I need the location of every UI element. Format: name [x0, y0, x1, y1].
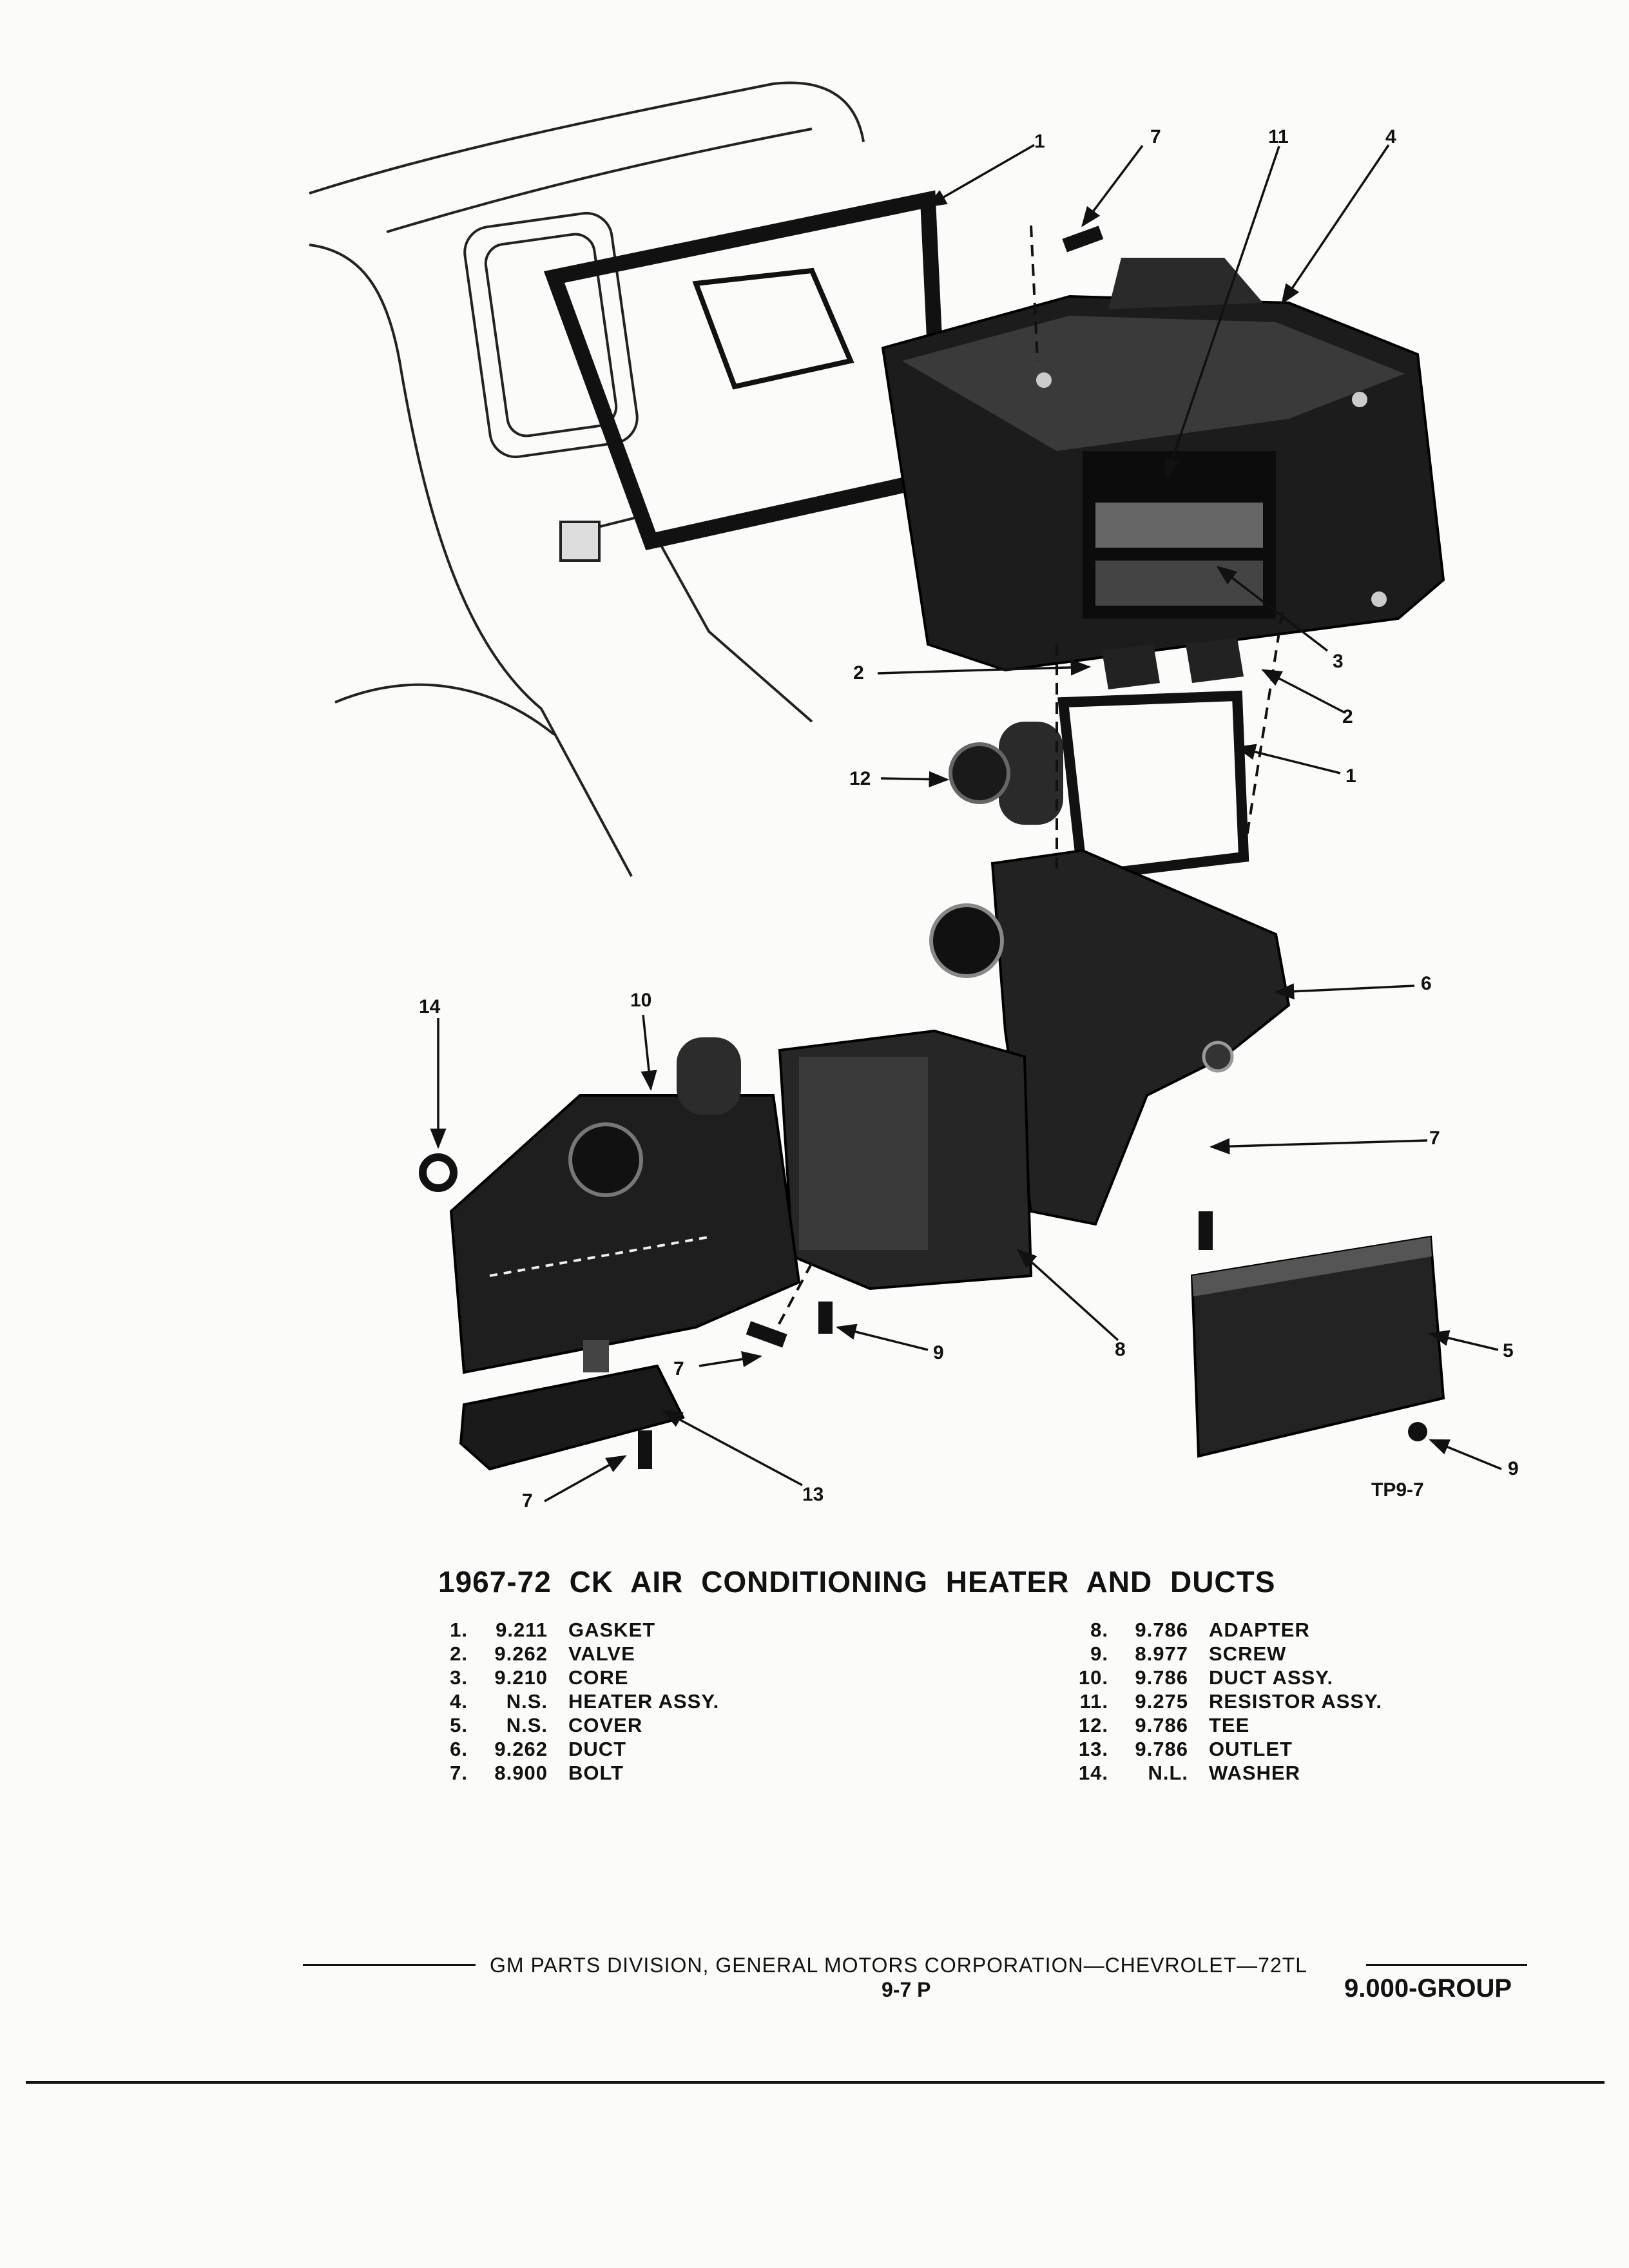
callout-8: 8: [1115, 1339, 1126, 1360]
footer-group: 9.000-GROUP: [1344, 1974, 1512, 2003]
figure-code: TP9-7: [1371, 1479, 1424, 1501]
washer: [419, 1153, 458, 1192]
legend-code: N.S.: [506, 1714, 548, 1736]
page-title: 1967-72 CK AIR CONDITIONING HEATER AND D…: [438, 1565, 1276, 1599]
callout-2-right: 2: [1342, 706, 1353, 727]
legend-name: RESISTOR ASSY.: [1209, 1690, 1382, 1713]
callout-4: 4: [1385, 126, 1396, 148]
legend-name: OUTLET: [1209, 1738, 1293, 1760]
callout-1-upper: 1: [1034, 131, 1045, 152]
duct: [929, 849, 1291, 1226]
outlet: [459, 1340, 685, 1471]
legend-num: 8.: [1090, 1619, 1108, 1641]
legend-name: SCREW: [1209, 1642, 1287, 1665]
legend-code: 8.900: [494, 1762, 548, 1784]
valves: [1102, 638, 1244, 689]
callout-1-lower: 1: [1345, 765, 1356, 787]
legend-name: BOLT: [568, 1762, 624, 1784]
legend-name: DUCT: [568, 1738, 627, 1760]
legend-num: 4.: [450, 1690, 468, 1713]
callout-14: 14: [419, 996, 441, 1017]
callout-3: 3: [1333, 651, 1344, 672]
callout-2-left: 2: [853, 662, 864, 684]
legend-num: 5.: [450, 1714, 468, 1736]
legend-code: 9.786: [1135, 1738, 1188, 1760]
legend-num: 2.: [450, 1642, 468, 1665]
legend-num: 1.: [450, 1619, 468, 1641]
legend-code: 9.786: [1135, 1714, 1188, 1736]
legend-code: 9.262: [494, 1738, 548, 1760]
legend-code: 9.262: [494, 1642, 548, 1665]
legend-code: 9.211: [496, 1619, 548, 1641]
page-bottom-rule: [26, 2081, 1605, 2084]
callout-5: 5: [1503, 1340, 1514, 1361]
footer-rule-left: [303, 1964, 476, 1966]
legend-num: 13.: [1078, 1738, 1108, 1760]
adapter: [778, 1029, 1033, 1291]
legend-name: DUCT ASSY.: [1209, 1666, 1334, 1689]
legend-name: HEATER ASSY.: [568, 1690, 720, 1713]
tee-and-gasket: [949, 690, 1249, 882]
footer-publisher: GM PARTS DIVISION, GENERAL MOTORS CORPOR…: [490, 1954, 1308, 1977]
callout-11: 11: [1268, 126, 1289, 148]
legend-code: 9.210: [494, 1666, 548, 1689]
legend-name: WASHER: [1209, 1762, 1301, 1784]
legend-num: 14.: [1078, 1762, 1108, 1784]
legend-name: COVER: [568, 1714, 643, 1736]
legend-num: 11.: [1079, 1690, 1108, 1713]
assembly-dash-lines: [766, 225, 1284, 1347]
legend-code: N.L.: [1148, 1762, 1188, 1784]
legend-name: VALVE: [568, 1642, 635, 1665]
legend-code: 8.977: [1135, 1642, 1188, 1665]
exploded-parts-diagram: [309, 81, 1502, 1503]
callout-7-right: 7: [1429, 1128, 1440, 1149]
duct-assembly: [449, 1037, 801, 1374]
legend-name: GASKET: [568, 1619, 656, 1641]
legend-name: CORE: [568, 1666, 629, 1689]
callout-9-middle: 9: [933, 1342, 944, 1363]
legend-num: 12.: [1078, 1714, 1108, 1736]
legend-name: TEE: [1209, 1714, 1250, 1736]
callout-9-right: 9: [1508, 1458, 1519, 1479]
heater-assembly: [881, 258, 1445, 672]
legend-num: 7.: [450, 1762, 468, 1784]
callout-7-lower: 7: [522, 1490, 533, 1512]
legend-num: 10.: [1078, 1666, 1108, 1689]
legend-code: 9.786: [1135, 1666, 1188, 1689]
callout-13: 13: [802, 1484, 824, 1505]
legend-code: 9.786: [1135, 1619, 1188, 1641]
legend-code: 9.275: [1135, 1690, 1188, 1713]
legend-num: 3.: [450, 1666, 468, 1689]
callout-7-upper: 7: [1150, 126, 1161, 148]
callout-12: 12: [849, 768, 871, 789]
callout-7-middle: 7: [673, 1358, 684, 1379]
cover: [1190, 1235, 1445, 1458]
dash-panel: [309, 81, 865, 877]
footer-page-number: 9-7 P: [882, 1978, 931, 2001]
callout-10: 10: [630, 990, 652, 1011]
callout-6: 6: [1421, 973, 1432, 994]
legend-num: 6.: [450, 1738, 468, 1760]
legend-num: 9.: [1090, 1642, 1108, 1665]
legend-name: ADAPTER: [1209, 1619, 1310, 1641]
callout-leaders: [430, 144, 1502, 1503]
fasteners: [638, 226, 1427, 1469]
footer-rule-right: [1366, 1964, 1527, 1966]
legend-code: N.S.: [506, 1690, 548, 1713]
